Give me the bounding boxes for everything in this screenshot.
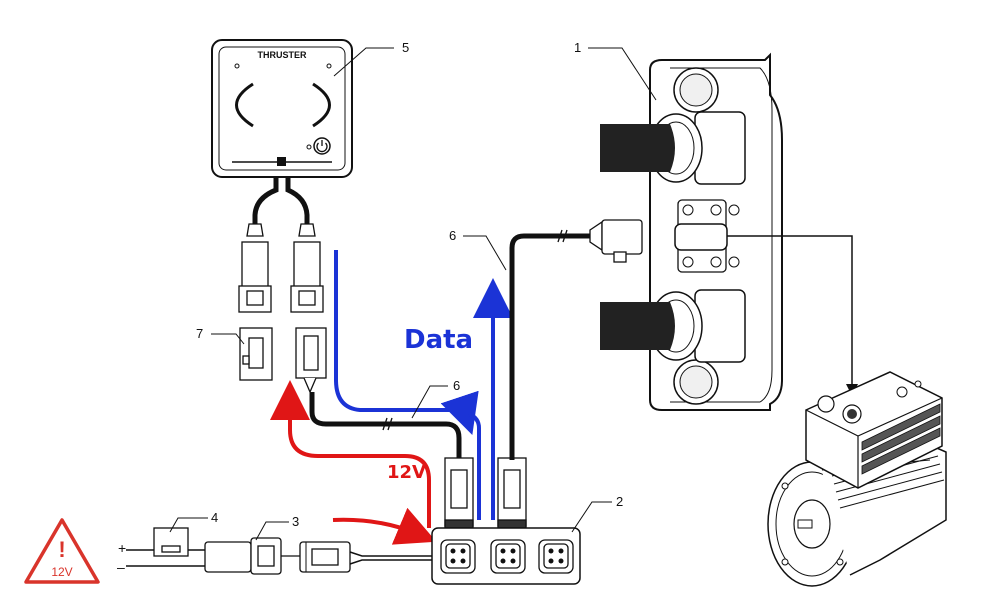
callout-6-bottom: 6 (453, 378, 460, 393)
callout-6-top: 6 (449, 228, 456, 243)
thruster-housing (600, 52, 783, 411)
hub-plug-right (497, 457, 527, 529)
callout-7: 7 (196, 326, 203, 341)
motor-link-line (727, 235, 858, 396)
callout-4: 4 (211, 510, 218, 525)
plus-terminal: + (118, 540, 126, 556)
callout-1: 1 (574, 40, 581, 55)
power-hub (431, 527, 581, 585)
mating-plug (295, 327, 327, 394)
panel-logo: THRUSTER (258, 50, 307, 60)
battery-connector (204, 537, 300, 575)
data-arrow-down (334, 250, 479, 435)
callout-leaders (169, 47, 657, 541)
warning-voltage: 12V (51, 565, 72, 579)
warning-triangle-icon: ! 12V (24, 518, 100, 584)
data-arrow-up (468, 412, 481, 520)
callout-2: 2 (616, 494, 623, 509)
power-icon (313, 137, 331, 155)
power-arrow-up (270, 380, 431, 528)
panel-plug-left (238, 223, 272, 313)
thruster-plug (589, 219, 643, 263)
minus-terminal: – (117, 559, 125, 575)
power-arrow-in (332, 507, 437, 545)
data-cable-6-left (309, 392, 462, 462)
battery-wiring: + – (117, 527, 300, 575)
panel-plug-right (290, 223, 324, 313)
motor (767, 371, 947, 587)
callout-5: 5 (402, 40, 409, 55)
power-lead (299, 541, 432, 573)
fuse-holder (153, 527, 189, 557)
control-panel: THRUSTER (211, 39, 353, 178)
panel-cables (252, 176, 310, 230)
callout-3: 3 (292, 514, 299, 529)
warning-symbol: ! (58, 537, 65, 562)
data-annotation: Data (404, 325, 473, 355)
hub-plug-left (444, 457, 474, 529)
terminator-plug (239, 327, 273, 381)
power-annotation: 12V (387, 462, 426, 483)
data-cable-6-right (509, 233, 592, 460)
